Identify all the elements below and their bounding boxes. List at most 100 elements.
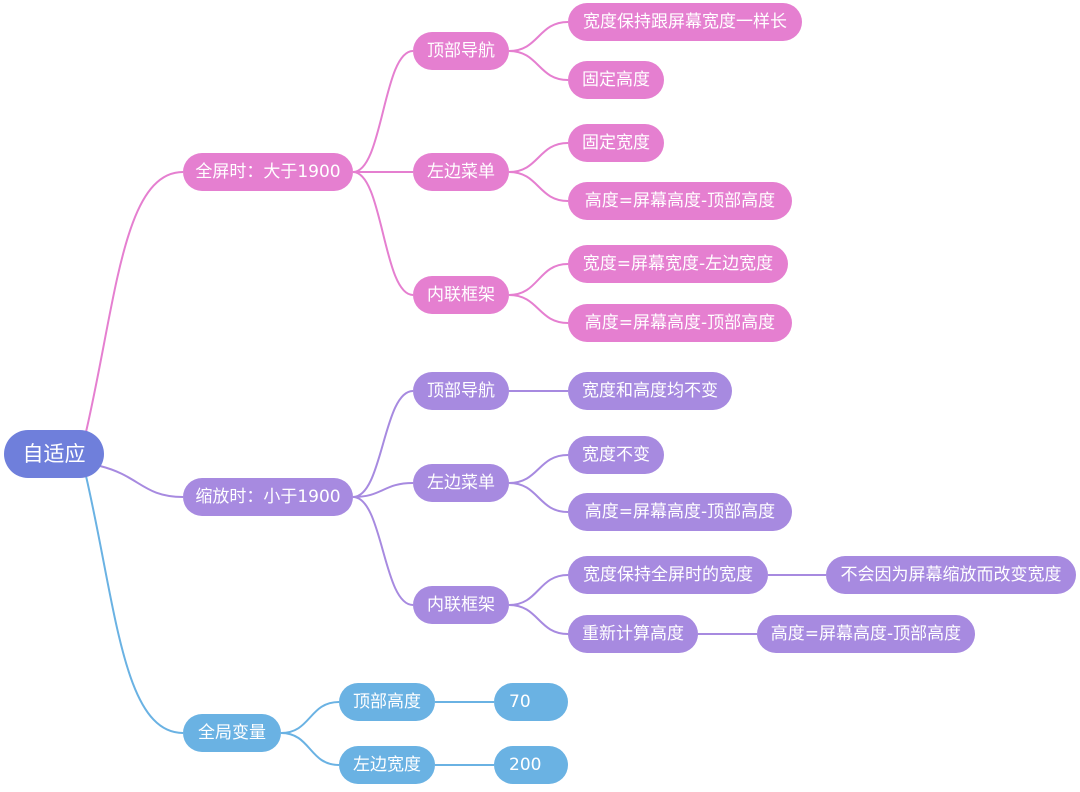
edge-b1-to-b1-0 bbox=[352, 390, 414, 498]
node-d3-item-1-b1-2-1-bubble bbox=[568, 615, 698, 653]
edge-b0-0-to-b0-0-1 bbox=[508, 50, 569, 81]
node-d2-item-0-b0-0[interactable]: 顶部导航 bbox=[413, 32, 509, 70]
node-d2-item-2-b1-2-bubble bbox=[413, 586, 509, 624]
node-d3-200-b2-1-0-label: 200 bbox=[509, 755, 541, 775]
branch-1900-b0-label: 全屏时：大于1900 bbox=[195, 162, 340, 182]
node-d3-item-1-b0-2-1[interactable]: 高度=屏幕高度-顶部高度 bbox=[568, 304, 792, 342]
node-d2-item-1-b1-1-bubble bbox=[413, 464, 509, 502]
mindmap-edges bbox=[85, 21, 826, 766]
node-d3-item-0-b1-1-0-bubble bbox=[568, 436, 664, 474]
root-node-label: 自适应 bbox=[23, 442, 86, 466]
node-d3-item-1-b0-0-1[interactable]: 固定高度 bbox=[568, 61, 664, 99]
node-d2-item-0-b2-0-label: 顶部高度 bbox=[353, 692, 421, 712]
node-d3-item-1-b0-2-1-label: 高度=屏幕高度-顶部高度 bbox=[585, 313, 775, 333]
edge-b0-0-to-b0-0-0 bbox=[508, 21, 569, 52]
node-d2-item-1-b0-1-bubble bbox=[413, 153, 509, 191]
node-d2-item-2-b1-2[interactable]: 内联框架 bbox=[413, 586, 509, 624]
edge-b1-1-to-b1-1-0 bbox=[508, 454, 569, 484]
edge-b0-to-b0-2 bbox=[352, 171, 414, 296]
node-d3-item-1-b0-1-1[interactable]: 高度=屏幕高度-顶部高度 bbox=[568, 182, 792, 220]
node-d4-item-0-b1-2-1-0[interactable]: 高度=屏幕高度-顶部高度 bbox=[757, 615, 975, 653]
node-d3-70-b2-0-0-bubble bbox=[494, 683, 568, 721]
node-d3-200-b2-1-0-bubble bbox=[494, 746, 568, 784]
node-d3-item-0-b0-1-0-label: 固定宽度 bbox=[582, 133, 650, 153]
node-d2-item-1-b2-1-label: 左边宽度 bbox=[353, 755, 421, 775]
edge-b0-1-to-b0-1-0 bbox=[508, 142, 569, 173]
edge-b1-to-b1-2 bbox=[352, 496, 414, 606]
edge-b1-2-to-b1-2-1 bbox=[508, 604, 569, 635]
edge-b0-2-to-b0-2-1 bbox=[508, 294, 569, 324]
node-d3-200-b2-1-0[interactable]: 200 bbox=[494, 746, 568, 784]
node-d3-item-1-b0-1-1-bubble bbox=[568, 182, 792, 220]
edge-b1-to-b1-1 bbox=[352, 482, 414, 498]
node-d3-item-1-b1-1-1[interactable]: 高度=屏幕高度-顶部高度 bbox=[568, 493, 792, 531]
edge-b0-to-b0-0 bbox=[352, 50, 414, 173]
node-d4-item-0-b1-2-1-0-bubble bbox=[757, 615, 975, 653]
node-d4-item-0-b1-2-0-0-bubble bbox=[826, 556, 1076, 594]
node-d2-item-2-b0-2-bubble bbox=[413, 276, 509, 314]
edge-b2-to-b2-1 bbox=[280, 732, 340, 766]
node-d2-item-2-b1-2-label: 内联框架 bbox=[427, 595, 495, 615]
branch-item-2-b2-label: 全局变量 bbox=[198, 723, 266, 743]
node-d3-item-0-b0-0-0-label: 宽度保持跟屏幕宽度一样长 bbox=[583, 12, 787, 32]
node-d2-item-2-b0-2[interactable]: 内联框架 bbox=[413, 276, 509, 314]
node-d3-item-1-b1-1-1-bubble bbox=[568, 493, 792, 531]
branch-item-2-b2-bubble bbox=[183, 714, 281, 752]
node-d3-item-1-b0-1-1-label: 高度=屏幕高度-顶部高度 bbox=[585, 191, 775, 211]
branch-1900-b1[interactable]: 缩放时：小于1900 bbox=[183, 478, 353, 516]
branch-1900-b1-label: 缩放时：小于1900 bbox=[195, 487, 340, 507]
root-node[interactable]: 自适应 bbox=[4, 430, 104, 478]
node-d3-item-1-b0-0-1-label: 固定高度 bbox=[582, 70, 650, 90]
node-d2-item-0-b2-0-bubble bbox=[339, 683, 435, 721]
node-d3-item-0-b1-1-0[interactable]: 宽度不变 bbox=[568, 436, 664, 474]
node-d2-item-0-b1-0-bubble bbox=[413, 372, 509, 410]
node-d3-item-1-b1-1-1-label: 高度=屏幕高度-顶部高度 bbox=[585, 502, 775, 522]
node-d3-item-0-b1-0-0[interactable]: 宽度和高度均不变 bbox=[568, 372, 732, 410]
edge-root-to-b0 bbox=[85, 171, 184, 433]
node-d3-70-b2-0-0[interactable]: 70 bbox=[494, 683, 568, 721]
edge-b0-2-to-b0-2-0 bbox=[508, 263, 569, 296]
node-d2-item-1-b0-1[interactable]: 左边菜单 bbox=[413, 153, 509, 191]
node-d3-item-0-b1-2-0[interactable]: 宽度保持全屏时的宽度 bbox=[568, 556, 768, 594]
branch-item-2-b2[interactable]: 全局变量 bbox=[183, 714, 281, 752]
node-d3-item-1-b0-0-1-bubble bbox=[568, 61, 664, 99]
node-d3-item-0-b0-2-0[interactable]: 宽度=屏幕宽度-左边宽度 bbox=[568, 245, 788, 283]
edge-b0-1-to-b0-1-1 bbox=[508, 171, 569, 202]
node-d2-item-0-b0-0-label: 顶部导航 bbox=[427, 41, 495, 61]
node-d2-item-0-b1-0[interactable]: 顶部导航 bbox=[413, 372, 509, 410]
edge-b1-2-to-b1-2-0 bbox=[508, 574, 569, 606]
branch-1900-b0[interactable]: 全屏时：大于1900 bbox=[183, 153, 353, 191]
node-d3-item-1-b1-2-1[interactable]: 重新计算高度 bbox=[568, 615, 698, 653]
edge-b1-1-to-b1-1-1 bbox=[508, 482, 569, 513]
node-d2-item-1-b1-1-label: 左边菜单 bbox=[427, 473, 495, 493]
node-d4-item-0-b1-2-0-0[interactable]: 不会因为屏幕缩放而改变宽度 bbox=[826, 556, 1076, 594]
branch-1900-b0-bubble bbox=[183, 153, 353, 191]
node-d4-item-0-b1-2-1-0-label: 高度=屏幕高度-顶部高度 bbox=[771, 624, 961, 644]
edge-root-to-b1 bbox=[99, 465, 184, 498]
branch-1900-b1-bubble bbox=[183, 478, 353, 516]
node-d3-70-b2-0-0-label: 70 bbox=[509, 692, 531, 712]
node-d3-item-0-b1-0-0-label: 宽度和高度均不变 bbox=[582, 381, 718, 401]
node-d2-item-1-b2-1-bubble bbox=[339, 746, 435, 784]
node-d3-item-0-b1-2-0-bubble bbox=[568, 556, 768, 594]
root-node-bubble bbox=[4, 430, 104, 478]
node-d3-item-0-b0-2-0-bubble bbox=[568, 245, 788, 283]
node-d2-item-1-b2-1[interactable]: 左边宽度 bbox=[339, 746, 435, 784]
node-d3-item-0-b0-1-0-bubble bbox=[568, 124, 664, 162]
node-d2-item-0-b1-0-label: 顶部导航 bbox=[427, 381, 495, 401]
node-d2-item-0-b2-0[interactable]: 顶部高度 bbox=[339, 683, 435, 721]
node-d4-item-0-b1-2-0-0-label: 不会因为屏幕缩放而改变宽度 bbox=[841, 565, 1062, 585]
node-d3-item-1-b1-2-1-label: 重新计算高度 bbox=[582, 624, 684, 644]
node-d3-item-0-b1-0-0-bubble bbox=[568, 372, 732, 410]
node-d2-item-1-b0-1-label: 左边菜单 bbox=[427, 162, 495, 182]
node-d3-item-1-b0-2-1-bubble bbox=[568, 304, 792, 342]
node-d3-item-0-b0-0-0[interactable]: 宽度保持跟屏幕宽度一样长 bbox=[568, 3, 802, 41]
node-d2-item-2-b0-2-label: 内联框架 bbox=[427, 285, 495, 305]
node-d2-item-1-b1-1[interactable]: 左边菜单 bbox=[413, 464, 509, 502]
node-d3-item-0-b1-2-0-label: 宽度保持全屏时的宽度 bbox=[583, 565, 753, 585]
node-d3-item-0-b0-1-0[interactable]: 固定宽度 bbox=[568, 124, 664, 162]
node-d3-item-0-b0-2-0-label: 宽度=屏幕宽度-左边宽度 bbox=[583, 254, 773, 274]
node-d2-item-0-b0-0-bubble bbox=[413, 32, 509, 70]
